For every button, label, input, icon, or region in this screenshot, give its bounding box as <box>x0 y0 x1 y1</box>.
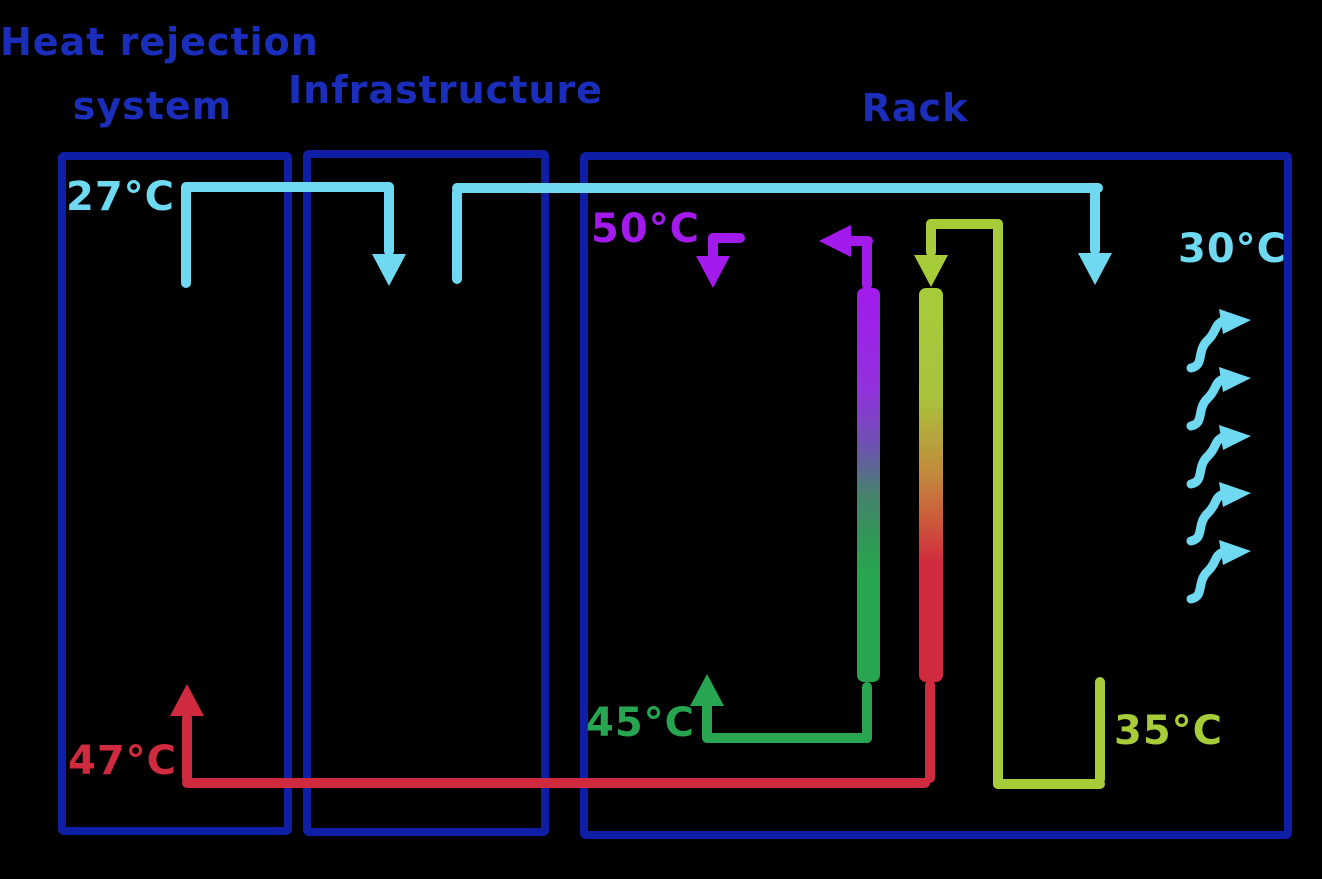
heat-rejection-title-line2: system <box>72 84 233 128</box>
pipe-infra-riser <box>452 187 462 284</box>
infrastructure-title: Infrastructure <box>288 68 603 112</box>
arrowhead-50c-label <box>696 256 730 288</box>
airflow-arrow-2 <box>1186 367 1251 431</box>
arrowhead-35c-into-bar <box>914 255 948 287</box>
heat-rejection-box <box>58 152 292 835</box>
pipe-47c-from-bar <box>925 680 935 783</box>
pipe-50c-label-elbow-stem <box>708 233 718 259</box>
pipe-45c-arrow-stem <box>702 702 712 742</box>
pipe-rack-drop <box>1090 183 1100 255</box>
arrowhead-50c-exhaust-left <box>819 225 851 257</box>
pipe-45c-horizontal <box>702 733 872 743</box>
pipe-27c-stub <box>181 183 191 288</box>
airflow-arrow-5 <box>1186 540 1251 604</box>
pipe-50c-horizontal <box>845 236 873 246</box>
pipe-27c-drop <box>384 182 394 256</box>
pipe-50c-label-elbow-horizontal <box>708 233 745 243</box>
pipe-47c-arrow-stem <box>182 713 192 783</box>
arrowhead-47c-into-heat-rejection <box>170 684 204 716</box>
temp-label-coolant-return: 45°C <box>586 700 696 746</box>
temp-label-rack-air: 30°C <box>1178 226 1288 272</box>
airflow-arrow-4 <box>1186 482 1251 546</box>
airflow-arrow-1 <box>1186 309 1251 373</box>
pipe-35c-top-horizontal <box>926 219 1003 229</box>
infrastructure-box <box>303 150 549 836</box>
server-bar-supply-heats-up <box>919 288 943 682</box>
server-bar-return-cools-down <box>857 288 880 682</box>
rack-box <box>580 152 1292 839</box>
airflow-arrow-3 <box>1186 425 1251 489</box>
arrowhead-30c-into-rack <box>1078 253 1112 285</box>
temp-label-rack-exhaust: 50°C <box>591 206 701 252</box>
pipe-infra-to-rack-horizontal <box>452 183 1103 193</box>
arrowhead-45c-up <box>690 674 724 706</box>
temp-label-facility-supply: 27°C <box>66 174 176 220</box>
heat-rejection-title-line1: Heat rejection <box>0 20 319 64</box>
rack-title: Rack <box>861 86 969 130</box>
arrowhead-27c-into-infrastructure <box>372 254 406 286</box>
pipe-35c-stub <box>1095 677 1105 784</box>
pipe-50c-from-bar-stem <box>862 240 872 290</box>
temp-label-coolant-supply: 35°C <box>1114 708 1224 754</box>
pipe-35c-bottom-horizontal <box>993 779 1105 789</box>
pipe-47c-horizontal <box>182 778 930 788</box>
temp-label-facility-return: 47°C <box>68 738 178 784</box>
pipe-35c-arrow-stem <box>926 219 936 257</box>
pipe-35c-riser <box>993 219 1003 789</box>
pipe-27c-horizontal <box>181 182 394 192</box>
pipe-45c-from-bar <box>862 682 872 743</box>
